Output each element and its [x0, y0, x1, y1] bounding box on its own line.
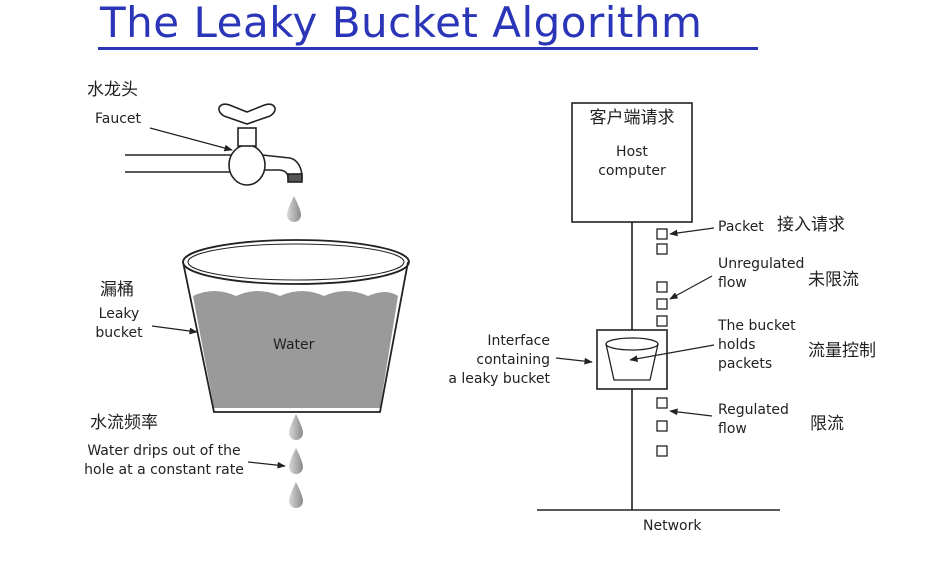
faucet-icon — [125, 103, 303, 186]
rate-label-line1: Water drips out of the — [87, 443, 241, 459]
interface-label-line2: containing — [476, 352, 550, 368]
small-bucket-icon — [605, 337, 659, 381]
bucket-holds-line3: packets — [718, 356, 773, 372]
bucket-label-cn: 漏桶 — [100, 280, 134, 300]
packet-label-cn: 接入请求 — [777, 215, 845, 235]
host-label-cn: 客户端请求 — [589, 108, 675, 128]
faucet-label-cn: 水龙头 — [87, 80, 138, 100]
regulated-label-line2: flow — [718, 421, 747, 437]
regulated-label: Regulated flow — [718, 401, 789, 439]
unregulated-arrow — [669, 275, 713, 300]
title-underline — [98, 47, 758, 50]
regulated-arrow — [669, 408, 713, 417]
water-drop-icon — [289, 448, 303, 474]
page-title: The Leaky Bucket Algorithm — [100, 0, 703, 47]
host-label-line2: computer — [598, 163, 666, 179]
host-label: Host computer — [572, 143, 692, 181]
bucket-holds-line1: The bucket — [718, 318, 796, 334]
water-drop-icon — [287, 196, 301, 222]
interface-label-line1: Interface — [487, 333, 550, 349]
bucket-holds-arrow — [629, 344, 715, 362]
faucet-arrow — [149, 127, 233, 152]
unregulated-label-cn: 未限流 — [808, 270, 859, 290]
regulated-label-cn: 限流 — [810, 414, 844, 434]
bucket-label-line2: bucket — [95, 325, 143, 341]
water-drop-icon — [289, 482, 303, 508]
bucket-holds-line2: holds — [718, 337, 756, 353]
unregulated-label-line1: Unregulated — [718, 256, 805, 272]
drip-arrow — [247, 461, 286, 469]
packet-arrow — [669, 227, 715, 237]
unregulated-label-line2: flow — [718, 275, 747, 291]
interface-arrow — [555, 357, 593, 365]
leaky-bucket-icon — [182, 239, 410, 413]
regulated-label-line1: Regulated — [718, 402, 789, 418]
bucket-label: Leaky bucket — [92, 305, 146, 343]
bucket-holds-label-cn: 流量控制 — [808, 341, 876, 361]
water-label: Water — [273, 337, 315, 353]
bucket-holds-label: The bucket holds packets — [718, 317, 796, 374]
unregulated-label: Unregulated flow — [718, 255, 804, 293]
bucket-arrow — [151, 325, 198, 335]
interface-label-line3: a leaky bucket — [448, 371, 550, 387]
rate-label: Water drips out of the hole at a constan… — [76, 442, 252, 480]
bucket-label-line1: Leaky — [98, 306, 140, 322]
packet-squares — [656, 228, 668, 457]
host-label-line1: Host — [616, 144, 648, 160]
packet-label: Packet — [718, 219, 764, 235]
network-label: Network — [643, 518, 702, 534]
rate-label-cn: 水流频率 — [90, 413, 158, 433]
water-drop-icon — [289, 414, 303, 440]
rate-label-line2: hole at a constant rate — [84, 462, 244, 478]
interface-label: Interface containing a leaky bucket — [432, 332, 550, 389]
host-computer-box — [571, 102, 693, 223]
faucet-label: Faucet — [95, 111, 142, 127]
